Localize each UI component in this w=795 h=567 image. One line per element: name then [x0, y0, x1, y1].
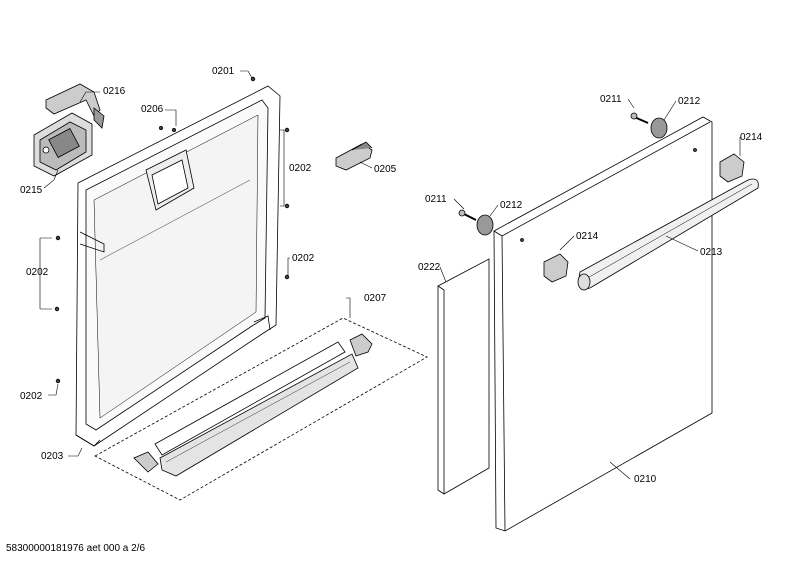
callout-labels: 0201 0216 0206 0215 0205 0202 0202 0202 …	[20, 66, 763, 485]
document-id-footer: 58300000181976 aet 000 a 2/6	[6, 543, 146, 554]
callout-0210: 0210	[634, 474, 657, 485]
callout-0215: 0215	[20, 185, 43, 196]
callout-0214-right: 0214	[740, 132, 763, 143]
callout-0211-mid: 0211	[425, 194, 447, 205]
dispenser-unit	[33, 112, 93, 177]
callout-0206: 0206	[141, 104, 164, 115]
callout-0201: 0201	[212, 66, 235, 77]
callout-0202-right: 0202	[292, 253, 315, 264]
leader-lines	[39, 70, 741, 480]
callout-0211-top: 0211	[600, 94, 622, 105]
inner-door-frame	[75, 85, 281, 447]
callout-0212-top: 0212	[678, 96, 701, 107]
callout-0207: 0207	[364, 293, 387, 304]
insulation-panel	[437, 258, 490, 495]
callout-0202-top: 0202	[289, 163, 312, 174]
callout-0212-mid: 0212	[500, 200, 523, 211]
callout-0216: 0216	[103, 86, 126, 97]
outer-door-panel	[493, 116, 713, 532]
callout-0222: 0222	[418, 262, 441, 273]
door-handle	[543, 153, 759, 291]
fasteners	[458, 112, 668, 236]
callout-0203: 0203	[41, 451, 64, 462]
callout-0213: 0213	[700, 247, 723, 258]
seal-kit	[94, 317, 428, 501]
callout-0202-left: 0202	[26, 267, 49, 278]
callout-0205: 0205	[374, 164, 397, 175]
callout-0214-left: 0214	[576, 231, 599, 242]
callout-0202-bottom: 0202	[20, 391, 43, 402]
screws	[54, 76, 290, 384]
hinge-bracket	[335, 141, 373, 171]
